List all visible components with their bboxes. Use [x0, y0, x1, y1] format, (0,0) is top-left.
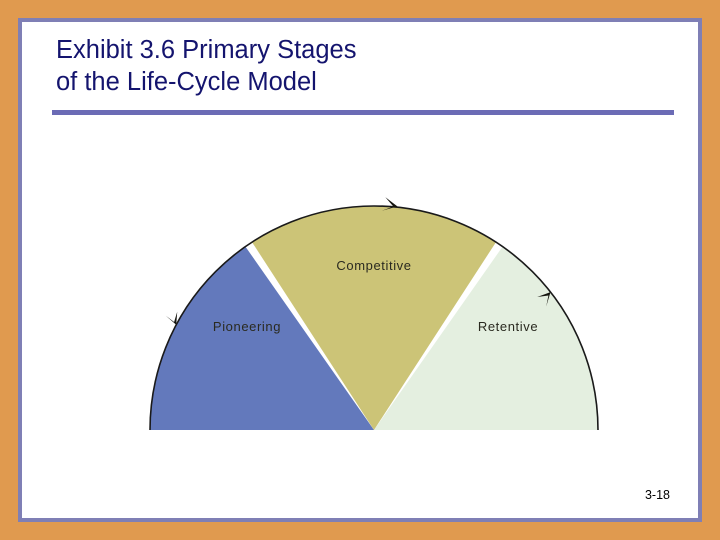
page-title-line-2: of the Life-Cycle Model — [56, 68, 317, 96]
page-title: Exhibit 3.6 Primary Stages of the Life-C… — [56, 34, 576, 98]
title-divider — [52, 110, 674, 115]
life-cycle-semicircle-diagram: Pioneering Competitive Retentive — [22, 142, 698, 442]
semicircle-chart-svg: Pioneering Competitive Retentive — [149, 197, 599, 432]
slide-canvas: Exhibit 3.6 Primary Stages of the Life-C… — [22, 22, 698, 518]
arrow-top-icon — [381, 197, 398, 211]
page-number: 3-18 — [644, 488, 670, 502]
page-title-line-1: Exhibit 3.6 Primary Stages — [56, 36, 357, 64]
slide-inner-border: Exhibit 3.6 Primary Stages of the Life-C… — [18, 18, 702, 522]
arrow-right-icon — [537, 292, 551, 307]
arrow-left-icon — [165, 311, 178, 325]
sector-label-pioneering: Pioneering — [213, 319, 281, 334]
sector-pioneering[interactable] — [150, 246, 374, 430]
semicircle-outline-arc — [149, 205, 599, 431]
sector-label-competitive: Competitive — [336, 258, 411, 273]
sector-label-retentive: Retentive — [478, 319, 538, 334]
sector-retentive[interactable] — [374, 246, 598, 430]
sector-competitive[interactable] — [252, 205, 496, 430]
